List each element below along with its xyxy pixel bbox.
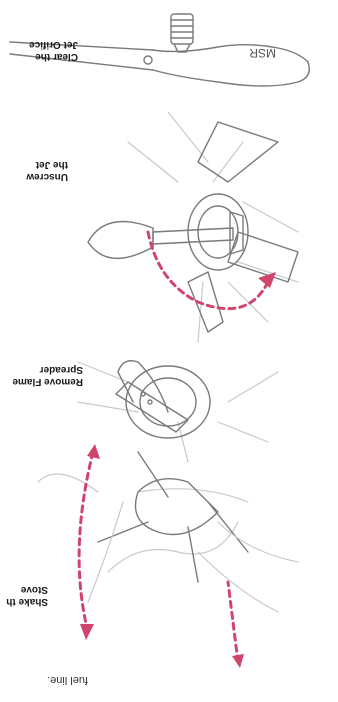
shake-arrow-left — [228, 582, 238, 662]
caption-unscrew: Unscrew the Jet — [26, 158, 68, 182]
tool-brand-label: MSR — [249, 46, 276, 60]
shake-arrow-right — [79, 452, 93, 632]
jet-part — [171, 14, 193, 52]
caption-remove: Remove Flame Spreader — [12, 363, 83, 387]
caption-shake: Shake th Stove — [6, 583, 48, 607]
step-remove-illustration — [78, 361, 278, 462]
page-fragment-text: fuel line. — [47, 674, 88, 686]
step-unscrew-illustration — [88, 112, 298, 342]
step-shake-illustration — [38, 444, 298, 668]
caption-clear: Clear the Jet Orifice — [29, 38, 78, 62]
